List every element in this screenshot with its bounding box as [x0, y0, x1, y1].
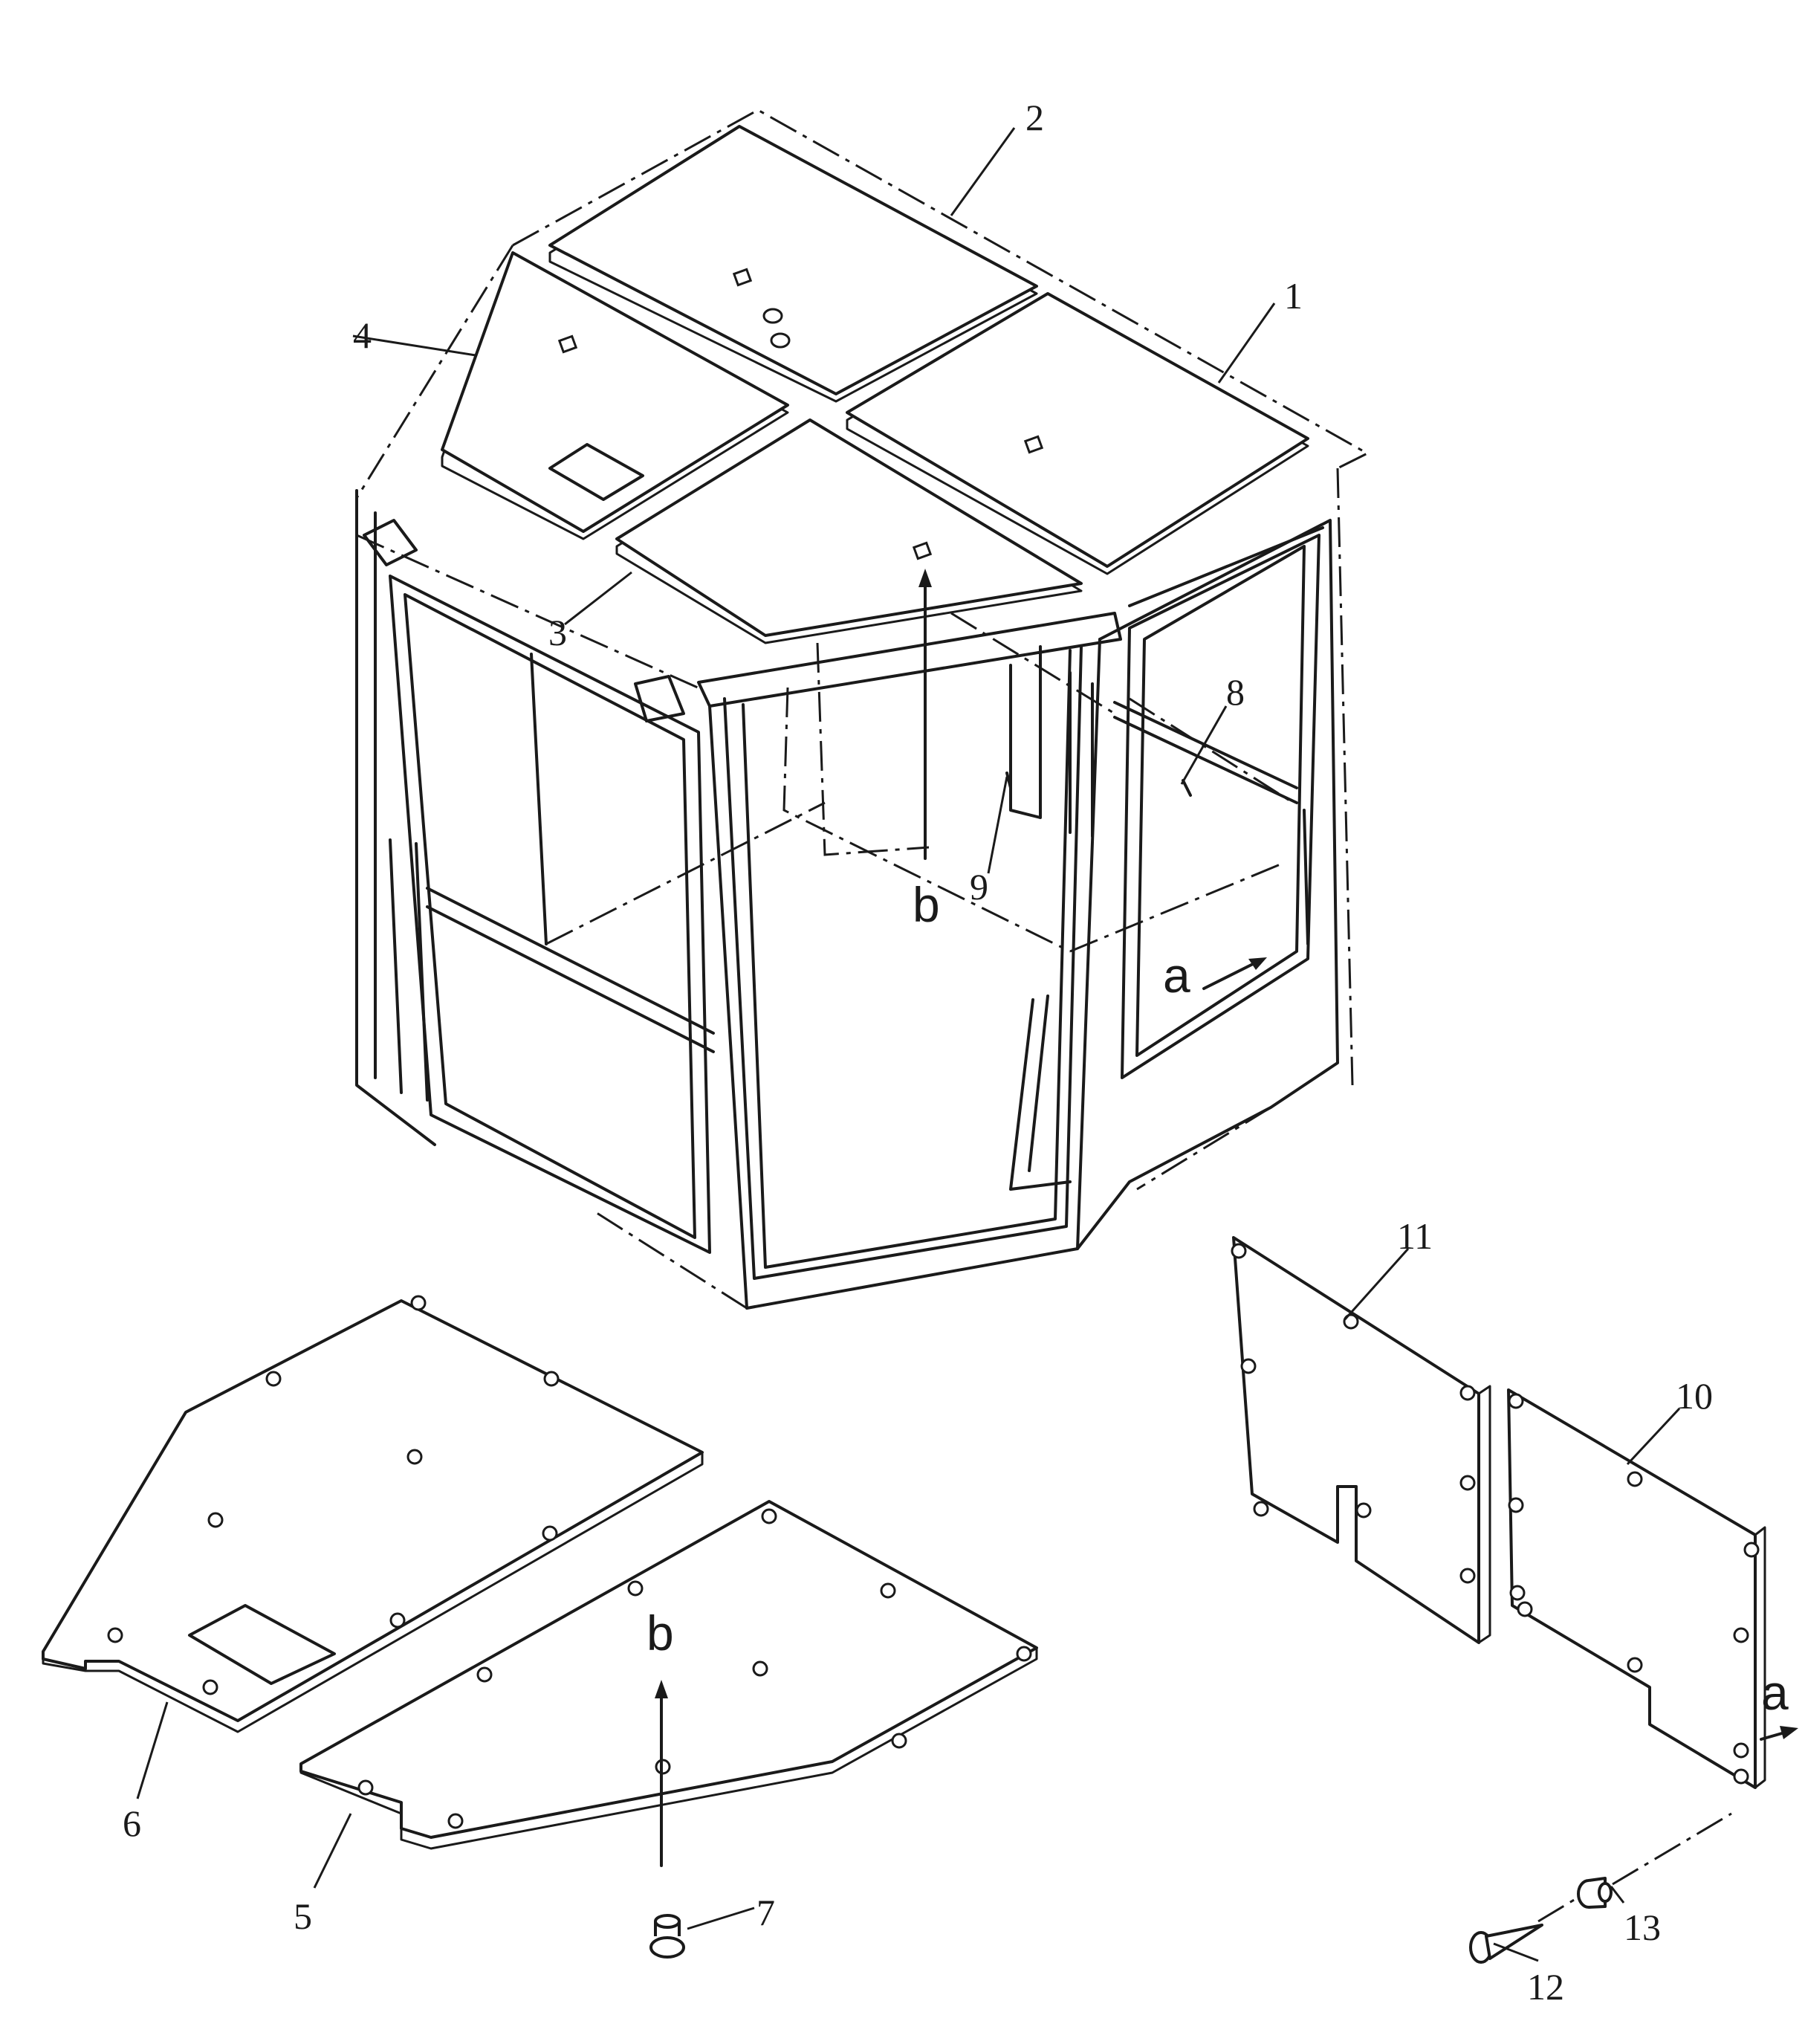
callout-9: 9 — [970, 866, 988, 908]
callout-2: 2 — [1025, 97, 1044, 138]
view-arrow-b-lower — [655, 1680, 668, 1867]
view-letter-b-lower: b — [647, 1605, 674, 1660]
side-panel-11 — [1231, 1236, 1491, 1644]
callout-4: 4 — [353, 314, 372, 356]
callout-13: 13 — [1624, 1906, 1661, 1948]
washer-axis-line — [1612, 1812, 1732, 1886]
view-letter-a-lower: a — [1761, 1665, 1789, 1720]
callout-6: 6 — [123, 1802, 141, 1844]
view-arrow-b-upper — [918, 569, 932, 860]
floor-plate-6 — [42, 1295, 704, 1733]
callout-10: 10 — [1676, 1375, 1713, 1417]
side-panel-10 — [1507, 1388, 1766, 1789]
callout-12: 12 — [1527, 1966, 1564, 2008]
callout-numbers: 2 1 4 3 8 9 11 10 6 5 7 12 13 — [123, 97, 1713, 2008]
floor-plate-5 — [299, 1500, 1038, 1850]
callout-5: 5 — [294, 1895, 312, 1937]
callout-11: 11 — [1397, 1215, 1433, 1257]
washer-13 — [1577, 1877, 1613, 1909]
screw-axis-line — [1537, 1898, 1576, 1923]
callout-3: 3 — [548, 612, 567, 653]
callout-8: 8 — [1226, 671, 1245, 713]
leader-lines — [136, 127, 1681, 1962]
view-arrow-a-lower — [1760, 1726, 1798, 1741]
screw-12 — [1469, 1924, 1543, 1964]
callout-1: 1 — [1284, 275, 1303, 317]
roof-panels — [441, 125, 1309, 644]
callout-7: 7 — [756, 1892, 775, 1933]
rubber-plug-7 — [649, 1914, 685, 1959]
view-letters: b a b a — [647, 877, 1789, 1720]
view-letter-a-upper: a — [1163, 948, 1190, 1003]
view-letter-b-upper: b — [913, 877, 940, 932]
cab-body — [355, 109, 1370, 1310]
view-arrow-a-upper — [1202, 957, 1267, 990]
